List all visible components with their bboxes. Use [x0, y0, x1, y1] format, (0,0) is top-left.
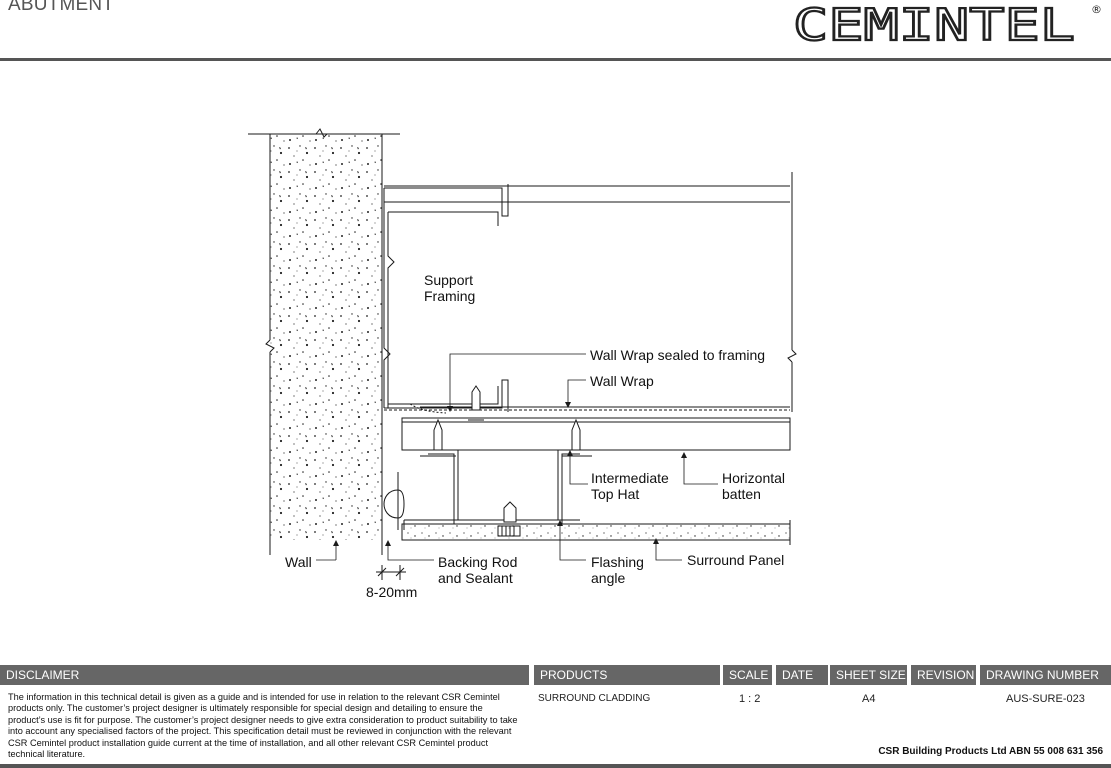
- label-intermediate-top-hat: Intermediate Top Hat: [591, 470, 669, 502]
- label-flashing-line2: angle: [591, 570, 626, 586]
- label-support-framing-line2: Framing: [424, 288, 476, 304]
- label-wall: Wall: [285, 554, 312, 570]
- label-support-framing: Support Framing: [424, 272, 475, 304]
- surround-panel: [401, 523, 791, 541]
- company-abn: CSR Building Products Ltd ABN 55 008 631…: [878, 746, 1103, 757]
- framing-stud: [383, 184, 509, 408]
- label-surround-panel: Surround Panel: [687, 552, 785, 568]
- label-horizontal-batten: Horizontal batten: [722, 470, 785, 502]
- wall-hatch: [270, 134, 382, 540]
- label-support-framing-line1: Support: [424, 272, 474, 288]
- products-heading: PRODUCTS: [534, 665, 720, 685]
- header-divider: [0, 58, 1111, 61]
- screw-fixing: [468, 385, 484, 421]
- label-top-hat-line2: Top Hat: [591, 486, 640, 502]
- brand-logo: CEMINTEL ®: [793, 2, 1102, 44]
- label-top-hat-line1: Intermediate: [591, 470, 669, 486]
- registered-mark: ®: [1091, 3, 1102, 16]
- sheet-size-value: A4: [862, 693, 876, 705]
- sheet-size-heading: SHEET SIZE: [830, 665, 907, 685]
- wall-break-mark: [315, 128, 328, 138]
- disclaimer-text: The information in this technical detail…: [8, 692, 518, 760]
- drawing-number-heading: DRAWING NUMBER: [980, 665, 1111, 685]
- label-batten-line1: Horizontal: [722, 470, 786, 486]
- page-title: ABUTMENT: [8, 0, 115, 15]
- label-wall-wrap: Wall Wrap: [590, 373, 654, 389]
- drawing-number-value: AUS-SURE-023: [1006, 693, 1085, 705]
- footer-divider: [0, 764, 1111, 768]
- label-backing-rod: Backing Rod and Sealant: [438, 554, 517, 586]
- label-batten-line2: batten: [722, 486, 761, 502]
- brand-wordmark: CEMINTEL: [793, 2, 1075, 44]
- scale-value: 1 : 2: [739, 693, 761, 705]
- products-value: SURROUND CLADDING: [538, 693, 651, 704]
- revision-heading: REVISION: [911, 665, 976, 685]
- label-flashing-angle: Flashing angle: [591, 554, 644, 586]
- disclaimer-heading: DISCLAIMER: [0, 665, 529, 685]
- label-backing-rod-line1: Backing Rod: [438, 554, 518, 570]
- date-heading: DATE: [776, 665, 828, 685]
- label-backing-rod-line2: and Sealant: [438, 570, 513, 586]
- horizontal-batten: [401, 417, 791, 451]
- scale-heading: SCALE: [723, 665, 772, 685]
- label-gap-dimension: 8-20mm: [366, 584, 418, 600]
- technical-drawing: [248, 128, 797, 580]
- wall-break-left: [265, 339, 275, 353]
- backing-rod: [383, 489, 405, 519]
- label-flashing-line1: Flashing: [591, 554, 644, 570]
- label-wall-wrap-sealed: Wall Wrap sealed to framing: [590, 347, 766, 363]
- intermediate-top-hat: [422, 449, 580, 525]
